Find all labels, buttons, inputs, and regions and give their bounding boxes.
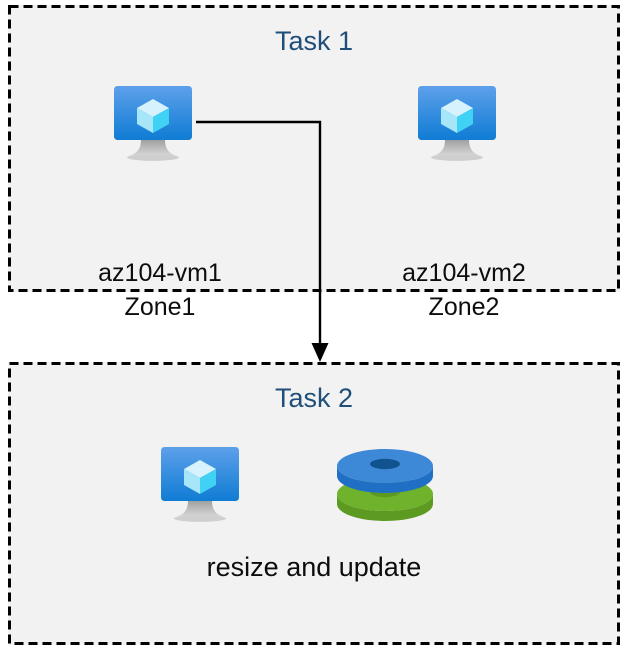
task2-title: Task 2 bbox=[274, 383, 354, 413]
task2-container bbox=[8, 362, 620, 645]
node-task2-vm[interactable] bbox=[157, 445, 257, 525]
node-az104-vm1[interactable]: az104-vm1 Zone1 bbox=[98, 84, 222, 321]
virtual-machine-icon bbox=[114, 86, 192, 161]
node-label-az104-vm1: az104-vm1 Zone1 bbox=[98, 259, 222, 321]
disks-icon bbox=[337, 449, 433, 521]
virtual-machine-icon bbox=[161, 447, 239, 522]
node-disks[interactable] bbox=[333, 442, 437, 528]
node-label-az104-vm2: az104-vm2 Zone2 bbox=[402, 259, 526, 321]
node-az104-vm2[interactable]: az104-vm2 Zone2 bbox=[402, 84, 526, 321]
task2-caption: resize and update bbox=[206, 552, 422, 582]
virtual-machine-icon bbox=[418, 86, 496, 161]
task1-title: Task 1 bbox=[274, 26, 354, 56]
